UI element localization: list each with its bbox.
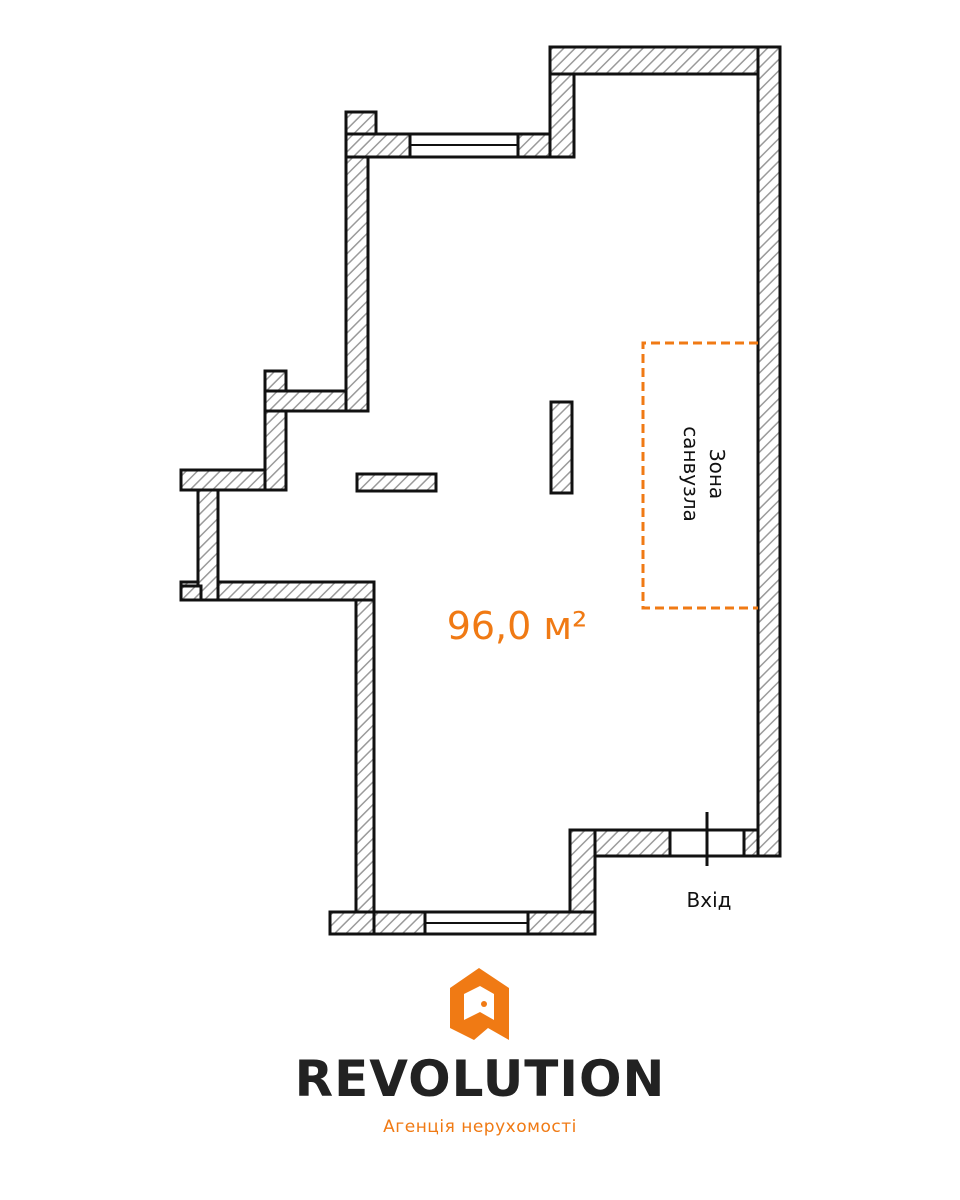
brand-name: REVOLUTION xyxy=(294,1050,666,1108)
wall-left-upper-cap xyxy=(344,110,378,136)
brand-tagline: Агенція нерухомості xyxy=(383,1117,577,1137)
area-label: 96,0 м² xyxy=(446,604,588,648)
column-horizontal xyxy=(355,472,438,493)
wall-step-vertical xyxy=(263,369,288,492)
entrance-label: Вхід xyxy=(686,888,732,912)
window-top xyxy=(408,132,520,159)
bathroom-zone-label-line1: Зона xyxy=(705,448,729,500)
wall-right xyxy=(756,45,782,858)
column-vertical xyxy=(549,400,574,495)
entrance-door xyxy=(668,812,746,866)
wall-top-right xyxy=(548,45,782,76)
wall-far-left-stub xyxy=(179,584,203,602)
floor-plan xyxy=(179,45,782,936)
wall-left-lower xyxy=(354,580,376,936)
bathroom-zone xyxy=(641,341,758,610)
house-door-logo-icon xyxy=(450,968,509,1040)
wall-left-lower-cap xyxy=(328,910,376,936)
bathroom-zone-label-line2: санвузла xyxy=(679,426,703,522)
window-bottom xyxy=(423,910,530,936)
bathroom-zone-label: Зона санвузла xyxy=(670,354,730,594)
